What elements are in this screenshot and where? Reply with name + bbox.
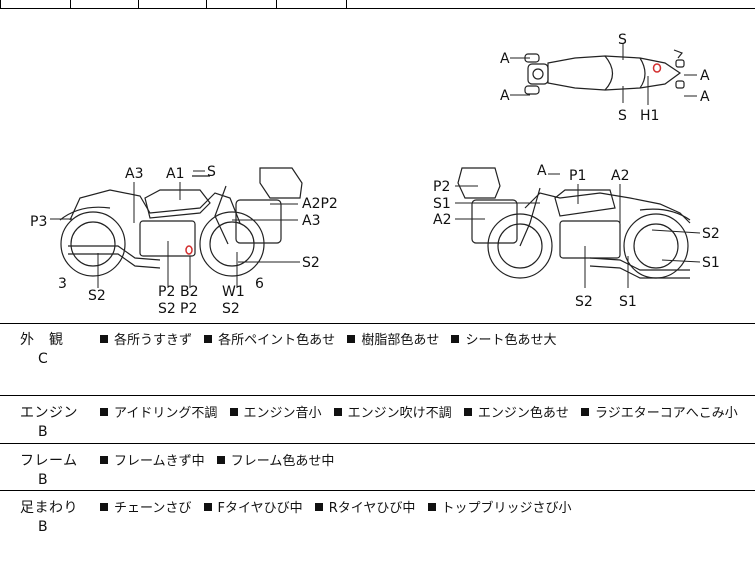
diagram-label: S2: [222, 301, 240, 317]
right-view-motorcycle: [457, 167, 691, 279]
row-item: Rタイヤひび中: [328, 501, 416, 516]
row-grade: C: [38, 351, 48, 367]
bullet-square-icon: [347, 335, 356, 343]
row-items: 各所うすきず 各所ペイント色あせ 樹脂部色あせ シート色あせ大: [100, 329, 564, 348]
diagram-label: H1: [640, 108, 659, 124]
diagram-label: A3: [125, 166, 143, 182]
diagram-label: A: [700, 89, 710, 105]
row-item: フレームきず中: [114, 454, 205, 469]
row-item: シート色あせ大: [465, 333, 557, 348]
bullet-square-icon: [463, 408, 472, 416]
damage-mark: [185, 245, 193, 255]
diagram-label: S2: [158, 301, 176, 317]
condition-row-frame: フレーム B フレームきず中 フレーム色あせ中: [0, 444, 755, 491]
bullet-square-icon: [314, 503, 323, 511]
condition-row-engine: エンジン B アイドリング不調 エンジン音小 エンジン吹け不調 エンジン色あせ …: [0, 396, 755, 444]
diagram-label: A2: [433, 212, 451, 228]
row-item: エンジン吹け不調: [347, 406, 452, 421]
bullet-square-icon: [100, 335, 108, 343]
row-items: アイドリング不調 エンジン音小 エンジン吹け不調 エンジン色あせ ラジエターコア…: [100, 402, 746, 421]
diagram-label: P1: [569, 168, 586, 184]
diagram-label: S2: [302, 255, 320, 271]
bullet-square-icon: [427, 503, 436, 511]
top-view-motorcycle: [524, 49, 685, 95]
row-item: Fタイヤひび中: [217, 501, 303, 516]
diagram-label: A: [500, 51, 510, 67]
diagram-label: P2: [158, 284, 175, 300]
row-grade: B: [38, 472, 48, 488]
row-grade: B: [38, 519, 48, 535]
diagram-label: 3: [58, 276, 67, 292]
row-item: エンジン色あせ: [477, 406, 569, 421]
row-item: 各所うすきず: [114, 333, 193, 348]
diagram-label: W1: [222, 284, 245, 300]
motorcycle-diagram-svg: S A A A A S H1: [30, 32, 720, 317]
top-view-leaders: [510, 43, 697, 105]
bullet-square-icon: [100, 456, 108, 464]
bullet-square-icon: [204, 335, 213, 343]
diagram-label: A: [537, 163, 547, 179]
bullet-square-icon: [451, 335, 460, 343]
row-item: アイドリング不調: [114, 406, 218, 421]
left-view-motorcycle: [59, 167, 303, 277]
diagram-label: P2: [180, 301, 197, 317]
row-category: 外 観: [20, 332, 64, 348]
diagram-label: P3: [30, 214, 47, 230]
damage-mark: [652, 63, 662, 73]
diagram-label: S1: [619, 294, 637, 310]
diagram-label: P2: [433, 179, 450, 195]
diagram-label: A: [700, 68, 710, 84]
header-table-remnant: [0, 0, 755, 9]
damage-diagram: S A A A A S H1: [0, 8, 755, 324]
row-item: エンジン音小: [243, 406, 322, 421]
diagram-label: S2: [702, 226, 720, 242]
diagram-label: 6: [255, 276, 264, 292]
bullet-square-icon: [580, 408, 589, 416]
row-category: 足まわり: [20, 500, 78, 516]
row-items: チェーンさび Fタイヤひび中 Rタイヤひび中 トップブリッジさび小: [100, 497, 580, 516]
left-view-leaders: [50, 170, 300, 288]
bullet-square-icon: [216, 456, 225, 464]
row-item: 各所ペイント色あせ: [218, 333, 336, 348]
diagram-label: A: [500, 88, 510, 104]
row-item: ラジエターコアへこみ小: [594, 406, 738, 421]
row-category: エンジン: [20, 405, 78, 421]
diagram-label: B2: [180, 284, 199, 300]
diagram-label: S: [618, 108, 627, 124]
diagram-label: S2: [575, 294, 593, 310]
diagram-label: A2: [611, 168, 629, 184]
right-view-leaders: [455, 173, 701, 288]
diagram-label: A1: [166, 166, 184, 182]
condition-row-suspension: 足まわり B チェーンさび Fタイヤひび中 Rタイヤひび中 トップブリッジさび小: [0, 491, 755, 561]
row-grade: B: [38, 424, 48, 440]
diagram-label: S2: [88, 288, 106, 304]
bullet-square-icon: [333, 408, 342, 416]
bullet-square-icon: [100, 503, 108, 511]
diagram-label: S: [618, 32, 627, 48]
diagram-label: S: [207, 164, 216, 180]
row-items: フレームきず中 フレーム色あせ中: [100, 450, 342, 469]
diagram-label: A3: [302, 213, 320, 229]
diagram-label: S1: [702, 255, 720, 271]
row-item: トップブリッジさび小: [441, 501, 572, 516]
diagram-label: A2P2: [302, 196, 338, 212]
row-item: チェーンさび: [114, 501, 192, 516]
row-item: フレーム色あせ中: [230, 454, 335, 469]
bullet-square-icon: [100, 408, 108, 416]
bullet-square-icon: [203, 503, 212, 511]
diagram-label: S1: [433, 196, 451, 212]
row-category: フレーム: [20, 453, 78, 469]
condition-row-exterior: 外 観 C 各所うすきず 各所ペイント色あせ 樹脂部色あせ シート色あせ大: [0, 323, 755, 396]
row-item: 樹脂部色あせ: [361, 333, 440, 348]
bullet-square-icon: [229, 408, 238, 416]
